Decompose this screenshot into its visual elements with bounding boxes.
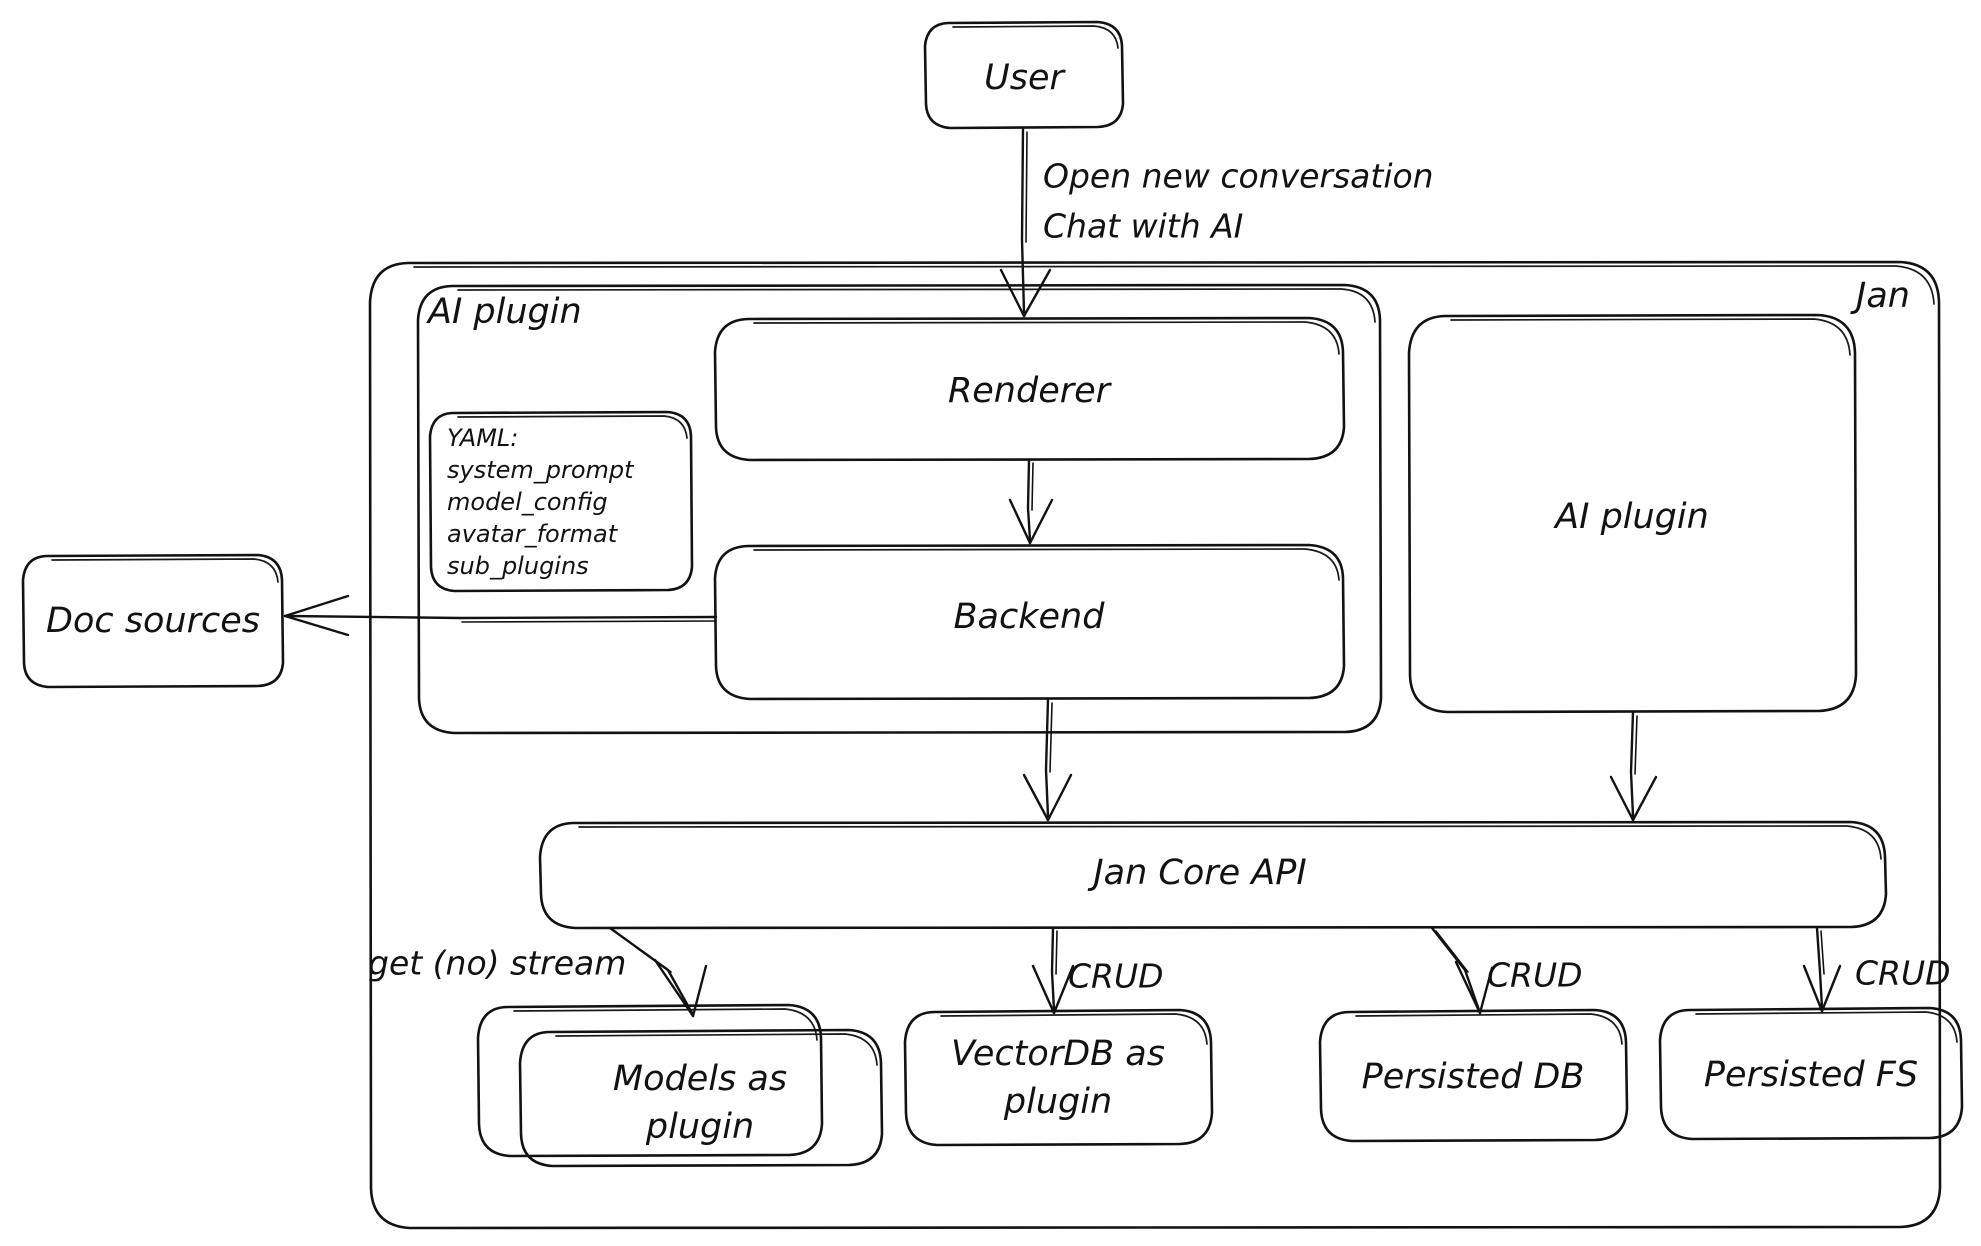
node-jan-core-api[interactable]: Jan Core API xyxy=(538,820,1888,930)
node-backend-label: Backend xyxy=(954,597,1106,637)
node-ai-plugin-right-label: AI plugin xyxy=(1553,497,1709,537)
node-user-label: User xyxy=(984,58,1066,98)
edge-core-to-persisted-db: CRUD xyxy=(1430,926,1583,1015)
edge-core-to-persisted-db-label: CRUD xyxy=(1487,956,1583,995)
node-ai-plugin-right[interactable]: AI plugin xyxy=(1407,313,1858,714)
node-renderer-label: Renderer xyxy=(948,371,1113,411)
node-user[interactable]: User xyxy=(923,20,1125,130)
edge-renderer-to-backend xyxy=(1008,458,1054,545)
yaml-heading: YAML: xyxy=(447,424,518,452)
ai-plugin-group[interactable]: AI plugin xyxy=(416,283,1383,735)
edge-user-to-renderer-label-line1: Open new conversation xyxy=(1043,157,1434,196)
node-renderer[interactable]: Renderer xyxy=(713,316,1346,462)
yaml-key-1: model_config xyxy=(447,488,608,516)
jan-container-label: Jan xyxy=(1850,276,1910,316)
node-vectordb-plugin-label-line1: VectorDB as xyxy=(951,1034,1165,1074)
edge-core-to-models-label: get (no) stream xyxy=(368,944,626,983)
node-persisted-fs-label: Persisted FS xyxy=(1704,1055,1918,1095)
node-models-plugin-label-line2: plugin xyxy=(645,1107,754,1147)
edge-backend-to-core xyxy=(1022,697,1073,822)
node-vectordb-plugin[interactable]: VectorDB as plugin xyxy=(903,1008,1214,1147)
node-models-plugin-label-line1: Models as xyxy=(613,1059,787,1099)
node-doc-sources[interactable]: Doc sources xyxy=(21,553,285,689)
node-persisted-db-label: Persisted DB xyxy=(1362,1057,1585,1097)
node-backend[interactable]: Backend xyxy=(713,543,1346,701)
edge-backend-to-doc-sources xyxy=(283,594,718,637)
edge-core-to-vectordb: CRUD xyxy=(1031,926,1164,1015)
node-jan-core-api-label: Jan Core API xyxy=(1087,853,1306,893)
edge-core-to-vectordb-label: CRUD xyxy=(1068,957,1164,996)
yaml-config-box[interactable]: YAML: system_prompt model_config avatar_… xyxy=(428,410,694,593)
yaml-key-0: system_prompt xyxy=(447,456,635,484)
yaml-key-3: sub_plugins xyxy=(447,552,589,580)
node-doc-sources-label: Doc sources xyxy=(46,601,260,641)
edge-core-to-models: get (no) stream xyxy=(368,926,708,1018)
edge-user-to-renderer: Open new conversation Chat with AI xyxy=(999,126,1434,318)
jan-container[interactable]: Jan xyxy=(368,260,1942,1230)
node-vectordb-plugin-label-line2: plugin xyxy=(1003,1082,1112,1122)
node-persisted-fs[interactable]: Persisted FS xyxy=(1658,1006,1964,1141)
edge-ai-plugin-to-core xyxy=(1609,710,1658,822)
node-persisted-db[interactable]: Persisted DB xyxy=(1318,1008,1629,1143)
edge-user-to-renderer-label-line2: Chat with AI xyxy=(1043,207,1243,246)
edge-core-to-persisted-fs: CRUD xyxy=(1802,926,1951,1013)
ai-plugin-group-label: AI plugin xyxy=(426,292,582,332)
edge-core-to-persisted-fs-label: CRUD xyxy=(1855,954,1951,993)
yaml-key-2: avatar_format xyxy=(447,520,619,548)
node-models-plugin[interactable]: Models as plugin xyxy=(476,1003,884,1168)
